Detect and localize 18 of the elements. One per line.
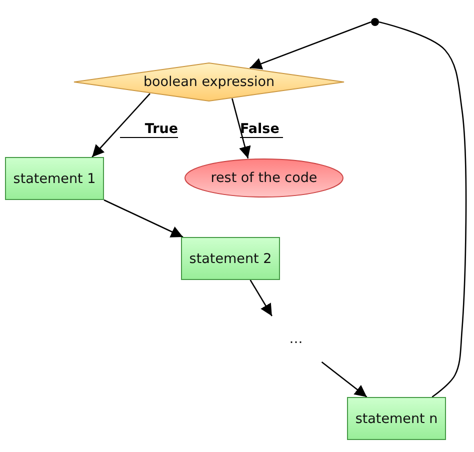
- node-label: statement 1: [13, 170, 96, 186]
- process-box: [5, 157, 104, 200]
- process-box: [181, 237, 280, 280]
- node-label: boolean expression: [143, 74, 275, 90]
- arrow: [321, 361, 368, 398]
- junction-dot: [371, 18, 379, 26]
- arrow: [92, 93, 150, 158]
- arrow: [104, 199, 184, 238]
- arrow: [232, 98, 251, 159]
- node-label: statement 2: [189, 250, 272, 266]
- edge-label: True: [120, 121, 178, 138]
- ellipsis-text: …: [289, 331, 303, 347]
- arrow: [250, 280, 272, 316]
- node-label: statement n: [355, 410, 438, 426]
- node-label: rest of the code: [210, 170, 318, 186]
- arrow: [250, 21, 372, 70]
- edge-label: False: [240, 121, 283, 138]
- process-box: [347, 397, 446, 440]
